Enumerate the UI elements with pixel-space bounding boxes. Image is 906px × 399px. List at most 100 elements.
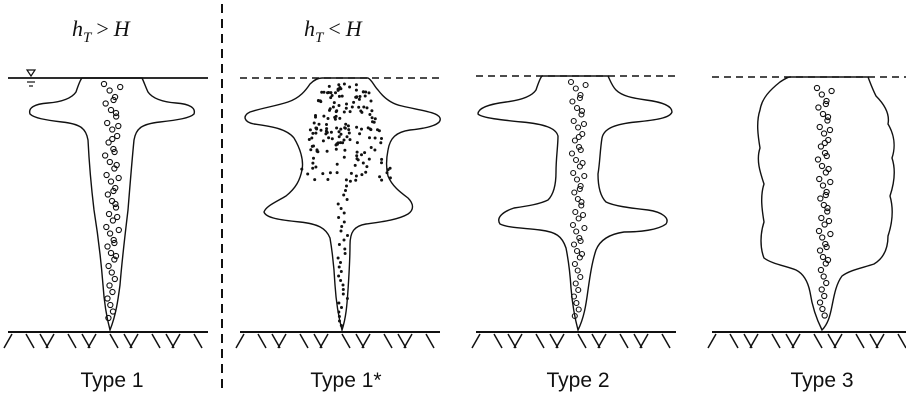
bubble [108, 107, 113, 112]
bubble [116, 123, 121, 128]
particle [370, 146, 373, 149]
particle [337, 311, 340, 314]
particle [343, 212, 346, 215]
bubble [578, 275, 583, 280]
bubble [822, 293, 827, 298]
bubble [570, 99, 575, 104]
bubble [569, 80, 574, 85]
particle [380, 179, 383, 182]
bubble [820, 254, 825, 259]
particle [342, 293, 345, 296]
ground-hatch-stroke [578, 334, 586, 348]
particle [368, 91, 371, 94]
particle [340, 270, 343, 273]
particle [370, 100, 373, 103]
particle [338, 315, 341, 318]
bubble [110, 218, 115, 223]
particle [329, 91, 332, 94]
ground-hatch-stroke [342, 334, 350, 348]
particle [342, 194, 345, 197]
ground-hatch-stroke [556, 334, 564, 348]
bubble [822, 313, 827, 318]
particle [355, 126, 358, 129]
ground-hatch-stroke [730, 334, 738, 348]
particle [362, 90, 365, 93]
bubble [103, 101, 108, 106]
particle [314, 132, 317, 135]
plume-outline-type2 [478, 76, 672, 330]
particle [312, 145, 315, 148]
bubble [108, 179, 113, 184]
bubble [818, 144, 823, 149]
bubble [114, 114, 119, 119]
bubble [577, 164, 582, 169]
ground-hatch-type1s [236, 332, 440, 348]
bubble [573, 86, 578, 91]
bubble [829, 88, 834, 93]
bubble [828, 179, 833, 184]
bubble [824, 280, 829, 285]
ground-hatch-stroke [856, 334, 864, 348]
particle [329, 107, 332, 110]
particle [349, 138, 352, 141]
particle [314, 116, 317, 119]
panel-label-type2: Type 2 [498, 369, 658, 393]
ground-hatch-type2 [472, 332, 676, 348]
bubble [573, 281, 578, 286]
particle [338, 320, 341, 323]
bubble [827, 127, 832, 132]
bubble [107, 88, 112, 93]
bubble [572, 190, 577, 195]
bubble [817, 248, 822, 253]
particle [337, 257, 340, 260]
particle [354, 96, 357, 99]
particle [309, 128, 312, 131]
particle [341, 141, 344, 144]
particle [359, 95, 362, 98]
ground-hatch-stroke [708, 334, 716, 348]
particle [329, 96, 332, 99]
particle [346, 297, 349, 300]
particle [329, 171, 332, 174]
bubble [820, 235, 825, 240]
particle [380, 158, 383, 161]
particle [311, 162, 314, 165]
particle [335, 144, 338, 147]
particle [389, 167, 392, 170]
particle [352, 101, 355, 104]
particle [316, 150, 319, 153]
particle [360, 128, 363, 131]
bubble [572, 242, 577, 247]
bubble [577, 96, 582, 101]
particle [312, 157, 315, 160]
bubble [579, 203, 584, 208]
particle [371, 120, 374, 123]
ground-hatch-stroke [300, 334, 308, 348]
particle [322, 115, 325, 118]
ground-hatch-stroke [662, 334, 670, 348]
bubble [822, 222, 827, 227]
ground-hatch-stroke [46, 334, 54, 348]
bubble [109, 270, 114, 275]
bubble [571, 171, 576, 176]
particle [354, 179, 357, 182]
ground-hatch-stroke [536, 334, 544, 348]
bubble-column-type3 [814, 85, 834, 318]
bubble [816, 228, 821, 233]
particle [306, 173, 309, 176]
bubble [106, 211, 111, 216]
particle [345, 185, 348, 188]
particle [347, 124, 350, 127]
particle [358, 98, 361, 101]
particle [337, 302, 340, 305]
particle [340, 133, 343, 136]
particle [320, 129, 323, 132]
bubble [817, 124, 822, 129]
particle [343, 221, 346, 224]
particle [360, 173, 363, 176]
particle [338, 266, 341, 269]
particle [350, 172, 353, 175]
particle [368, 158, 371, 161]
particle [315, 127, 318, 130]
ground-hatch-stroke [472, 334, 480, 348]
